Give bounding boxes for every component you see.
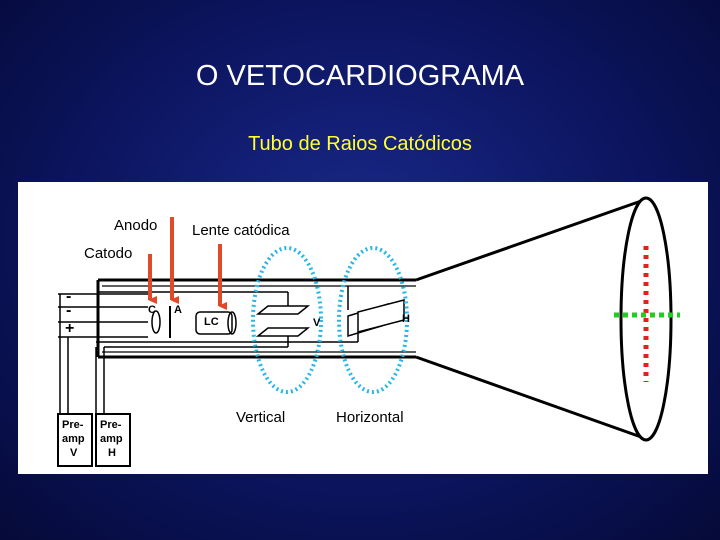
vertical-ellipse bbox=[251, 246, 323, 394]
diagram-panel: C A LC V H - - + Pre- amp V Pre- amp H A… bbox=[18, 182, 708, 474]
preamp-h-box bbox=[95, 413, 131, 467]
letter-c: C bbox=[148, 304, 156, 316]
slide-subtitle: Tubo de Raios Catódicos bbox=[248, 133, 472, 155]
lente-label: Lente catódica bbox=[192, 222, 290, 239]
catodo-label: Catodo bbox=[84, 245, 133, 262]
letter-a: A bbox=[174, 304, 182, 316]
horizontal-ellipse bbox=[337, 246, 409, 394]
lens-element bbox=[195, 311, 233, 335]
horizontal-label: Horizontal bbox=[336, 409, 404, 426]
letter-h: H bbox=[402, 313, 410, 325]
letter-v: V bbox=[313, 317, 321, 329]
lead-wires bbox=[58, 293, 359, 414]
plus-sign: + bbox=[65, 320, 75, 337]
preamp-v-line-2: amp bbox=[62, 433, 85, 445]
preamp-h-line-1: Pre- bbox=[100, 419, 122, 431]
horizontal-plates bbox=[347, 299, 405, 338]
letter-lc: LC bbox=[204, 316, 219, 328]
cathode-element bbox=[151, 310, 161, 334]
preamp-v-box bbox=[57, 413, 93, 467]
minus-sign-1: - bbox=[66, 288, 72, 305]
preamp-v-line-3: V bbox=[70, 447, 78, 459]
vertical-plates bbox=[255, 305, 311, 337]
preamp-v-line-1: Pre- bbox=[62, 419, 84, 431]
minus-sign-2: - bbox=[66, 302, 72, 319]
preamp-h-line-2: amp bbox=[100, 433, 123, 445]
preamp-h-line-3: H bbox=[108, 447, 116, 459]
anodo-label: Anodo bbox=[114, 217, 158, 234]
slide-title: O VETOCARDIOGRAMA bbox=[195, 60, 525, 92]
vertical-label: Vertical bbox=[236, 409, 286, 426]
crt-diagram bbox=[57, 196, 680, 467]
